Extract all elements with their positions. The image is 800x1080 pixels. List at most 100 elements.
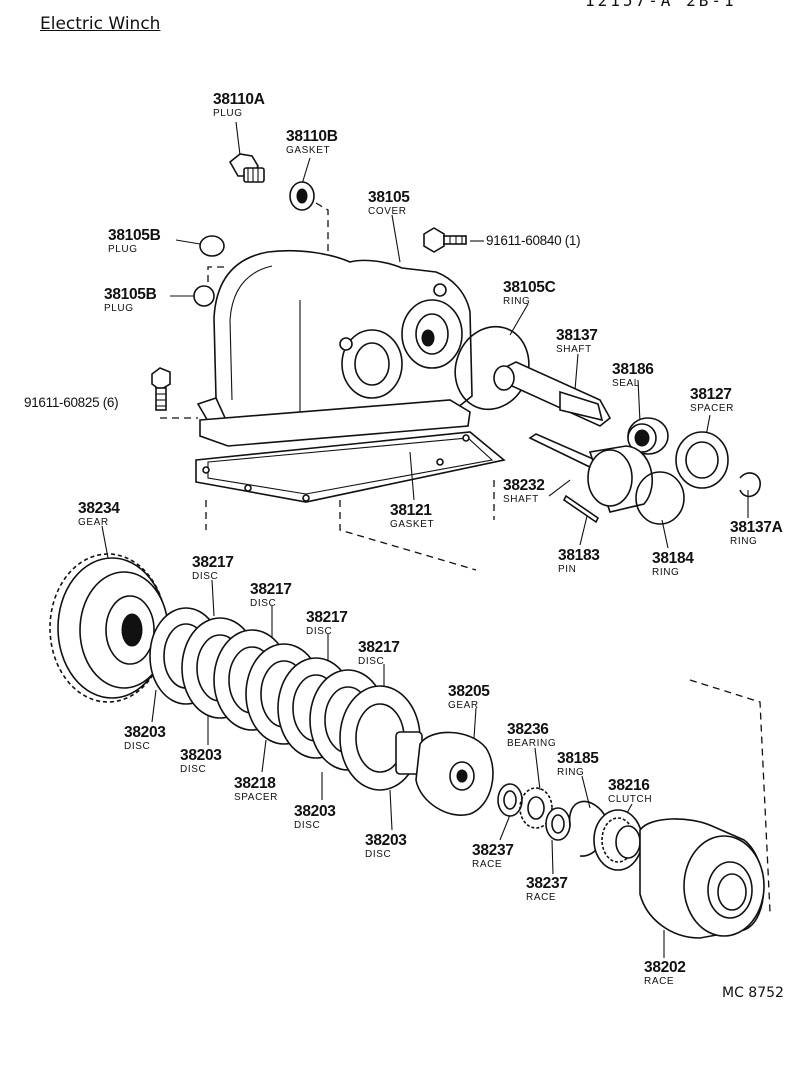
gasket-38121-drawing (195, 431, 506, 503)
part-number: 38105B (104, 286, 157, 303)
part-name: DISC (294, 819, 321, 831)
assembly-guide-lines (160, 202, 771, 913)
callout-38217-1[interactable]: 38217 DISC (192, 555, 234, 582)
part-number: 38216 (608, 777, 650, 794)
callout-38203-2[interactable]: 38203 DISC (180, 748, 222, 775)
part-name: COVER (368, 205, 407, 217)
part-number: 38105C (503, 279, 556, 296)
callout-38234[interactable]: 38234 GEAR (78, 501, 120, 528)
part-number: 91611-60840 (1) (486, 233, 581, 248)
callout-38105c[interactable]: 38105C RING (503, 280, 556, 307)
part-number: 38217 (306, 609, 348, 626)
cover-38105-drawing (196, 249, 473, 447)
callout-38237-2[interactable]: 38237 RACE (526, 876, 568, 903)
clutch-38216-drawing (593, 809, 643, 871)
part-number: 38203 (180, 747, 222, 764)
callout-38105b-lower[interactable]: 38105B PLUG (104, 287, 157, 314)
part-number: 38218 (234, 775, 276, 792)
ring-38137a-drawing (739, 472, 761, 498)
part-name: PLUG (104, 302, 134, 314)
callout-38232[interactable]: 38232 SHAFT (503, 478, 545, 505)
header-reference-code: 12157-A 2B-1 (585, 0, 737, 10)
part-number: 38137 (556, 327, 598, 344)
callout-38183[interactable]: 38183 PIN (558, 548, 600, 575)
part-number: 38203 (294, 803, 336, 820)
callout-38217-2[interactable]: 38217 DISC (250, 582, 292, 609)
callout-38203-4[interactable]: 38203 DISC (365, 833, 407, 860)
gasket-38110b-drawing (289, 181, 315, 211)
part-name: GEAR (448, 699, 479, 711)
callout-91611-60825[interactable]: 91611-60825 (6) (24, 395, 119, 411)
part-number: 38217 (250, 581, 292, 598)
callout-38185[interactable]: 38185 RING (557, 751, 599, 778)
callout-38217-3[interactable]: 38217 DISC (306, 610, 348, 637)
bolt-91611-60840-drawing (423, 227, 467, 253)
part-number: 38203 (124, 724, 166, 741)
part-name: RING (730, 535, 758, 547)
part-number: 38234 (78, 500, 120, 517)
callout-38202[interactable]: 38202 RACE (644, 960, 686, 987)
callout-38105[interactable]: 38105 COVER (368, 190, 410, 217)
part-name: DISC (192, 570, 219, 582)
part-name: SPACER (234, 791, 278, 803)
callout-38110a[interactable]: 38110A PLUG (213, 92, 265, 119)
callout-38186[interactable]: 38186 SEAL (612, 362, 654, 389)
seal-38186-drawing (627, 417, 669, 455)
race-38202-drawing (639, 818, 765, 939)
callout-38203-1[interactable]: 38203 DISC (124, 725, 166, 752)
callout-38137[interactable]: 38137 SHAFT (556, 328, 598, 355)
page-title: Electric Winch (40, 14, 161, 34)
callout-38236[interactable]: 38236 BEARING (507, 722, 556, 749)
part-name: RACE (644, 975, 675, 987)
part-name: SHAFT (503, 493, 539, 505)
callout-38216[interactable]: 38216 CLUTCH (608, 778, 652, 805)
callout-38127[interactable]: 38127 SPACER (690, 387, 734, 414)
callout-38217-4[interactable]: 38217 DISC (358, 640, 400, 667)
plug-38105b-upper-drawing (199, 235, 225, 257)
callout-91611-60840[interactable]: 91611-60840 (1) (486, 233, 581, 249)
part-number: 91611-60825 (6) (24, 395, 119, 410)
part-number: 38105B (108, 227, 161, 244)
callout-38205[interactable]: 38205 GEAR (448, 684, 490, 711)
part-number: 38237 (526, 875, 568, 892)
part-number: 38203 (365, 832, 407, 849)
part-number: 38183 (558, 547, 600, 564)
part-number: 38127 (690, 386, 732, 403)
callout-38105b-upper[interactable]: 38105B PLUG (108, 228, 161, 255)
diagram-reference-code: MC 8752 (722, 985, 784, 1001)
part-name: DISC (358, 655, 385, 667)
spacer-38127-drawing (675, 431, 729, 489)
part-name: SPACER (690, 402, 734, 414)
part-number: 38184 (652, 550, 694, 567)
part-number: 38236 (507, 721, 549, 738)
part-name: RING (557, 766, 585, 778)
callout-38218[interactable]: 38218 SPACER (234, 776, 278, 803)
callout-38237-1[interactable]: 38237 RACE (472, 843, 514, 870)
part-number: 38105 (368, 189, 410, 206)
part-number: 38232 (503, 477, 545, 494)
bearing-assembly-drawing (497, 783, 608, 857)
part-name: PLUG (213, 107, 243, 119)
plug-38110a-drawing (228, 153, 265, 183)
pin-38183-drawing (562, 494, 600, 524)
part-name: GASKET (286, 144, 331, 156)
part-name: SHAFT (556, 343, 592, 355)
callout-38137a[interactable]: 38137A RING (730, 520, 783, 547)
callout-38184[interactable]: 38184 RING (652, 551, 694, 578)
leader-lines (101, 121, 749, 958)
part-number: 38202 (644, 959, 686, 976)
callout-38203-3[interactable]: 38203 DISC (294, 804, 336, 831)
callout-38110b[interactable]: 38110B GASKET (286, 129, 338, 156)
callout-38121[interactable]: 38121 GASKET (390, 503, 434, 530)
plug-38105b-lower-drawing (193, 285, 215, 307)
part-name: RACE (526, 891, 557, 903)
part-name: RACE (472, 858, 503, 870)
part-name: DISC (365, 848, 392, 860)
part-name: PIN (558, 563, 577, 575)
part-name: DISC (124, 740, 151, 752)
part-name: DISC (180, 763, 207, 775)
bolt-91611-60825-drawing (151, 367, 171, 411)
part-number: 38186 (612, 361, 654, 378)
part-number: 38110B (286, 128, 338, 145)
